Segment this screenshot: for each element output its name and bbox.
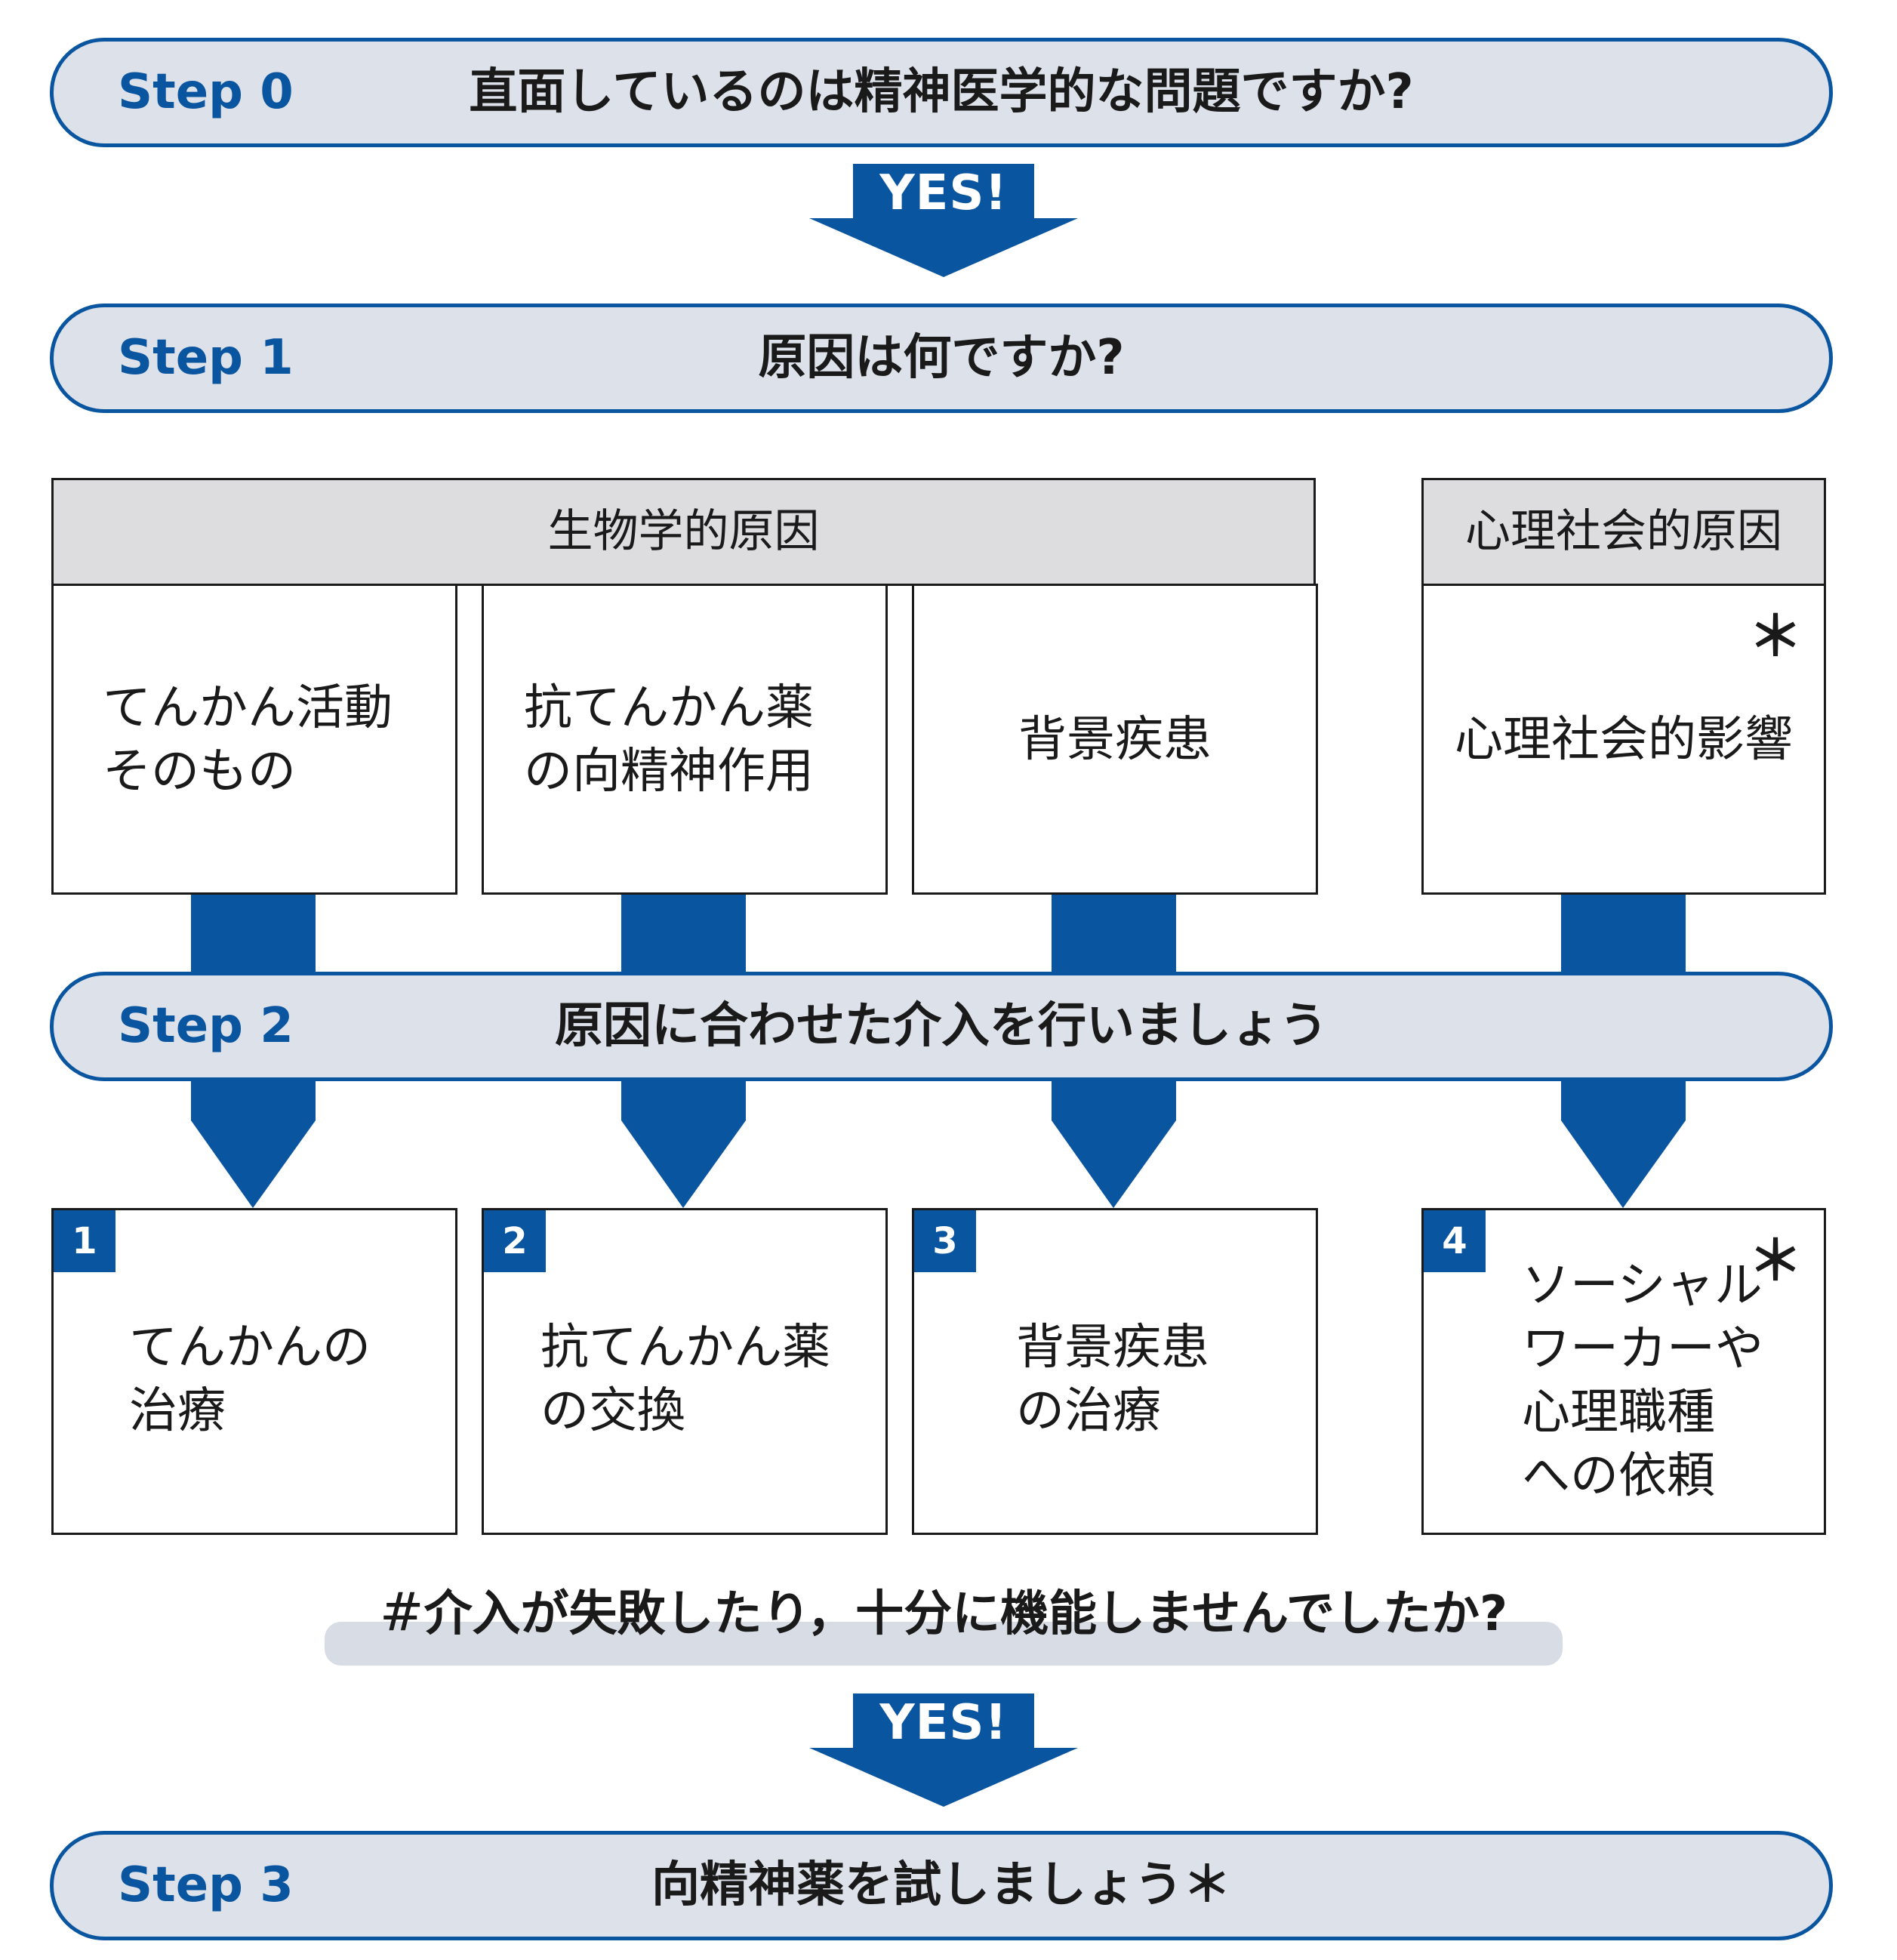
intervention-number-2: 2	[484, 1210, 546, 1272]
biological-cause-header: 生物学的原因	[51, 478, 1316, 586]
cause-2-line2: の向精神作用	[524, 744, 814, 800]
down-arrow-icon	[1561, 1081, 1686, 1208]
step-0-banner: Step 0 直面しているのは精神医学的な問題ですか?	[50, 38, 1833, 147]
down-arrow-icon	[621, 1081, 746, 1208]
intervention-1-line2: 治療	[129, 1383, 226, 1439]
cause-1-line1: てんかん活動	[103, 680, 393, 736]
yes-arrow-2: YES!	[809, 1693, 1078, 1807]
step-2-banner: Step 2 原因に合わせた介入を行いましょう	[50, 972, 1833, 1081]
connector-4	[1561, 895, 1686, 979]
yes-label-1: YES!	[879, 165, 1008, 221]
hash-mark: #	[379, 1581, 424, 1643]
intervention-box-1: 1 てんかんの 治療	[51, 1208, 457, 1535]
intervention-1-line1: てんかんの	[129, 1320, 371, 1376]
yes-arrow-1: YES!	[809, 164, 1078, 277]
cause-box-aed-effect: 抗てんかん薬 の向精神作用	[482, 584, 888, 895]
step-3-question: 向精神薬を試しましょう＊	[651, 1857, 1231, 1913]
step-1-question: 原因は何ですか?	[758, 330, 1125, 386]
step-2-label: Step 2	[118, 998, 294, 1054]
connector-3	[1052, 895, 1176, 979]
intervention-2-line2: の交換	[540, 1383, 685, 1439]
intervention-3-line1: 背景疾患	[1016, 1320, 1209, 1376]
failure-check-highlight	[325, 1622, 1563, 1666]
step-3-banner: Step 3 向精神薬を試しましょう＊	[50, 1831, 1833, 1940]
cause-box-seizure-activity: てんかん活動 そのもの	[51, 584, 457, 895]
cause-3-line1: 背景疾患	[1018, 712, 1212, 768]
cause-box-psychosocial: ＊ 心理社会的影響	[1421, 584, 1826, 895]
intervention-box-4: 4 ＊ ソーシャル ワーカーや 心理職種 への依頼	[1421, 1208, 1826, 1535]
asterisk-mark: ＊	[1748, 605, 1803, 668]
down-arrow-icon	[191, 1081, 316, 1208]
intervention-number-3: 3	[914, 1210, 976, 1272]
intervention-4-line4: への依頼	[1522, 1448, 1715, 1504]
intervention-3-line2: の治療	[1016, 1383, 1161, 1439]
intervention-4-line3: 心理職種	[1522, 1385, 1715, 1441]
cause-4-line1: 心理社会的影響	[1455, 712, 1793, 768]
cause-1-line2: そのもの	[103, 744, 296, 800]
psychosocial-cause-header: 心理社会的原因	[1421, 478, 1826, 586]
failure-check-question: #介入が失敗したり，十分に機能しませんでしたか?	[302, 1578, 1585, 1653]
step-3-label: Step 3	[118, 1857, 294, 1913]
intervention-number-4: 4	[1424, 1210, 1486, 1272]
cause-box-underlying-disease: 背景疾患	[912, 584, 1318, 895]
intervention-box-3: 3 背景疾患 の治療	[912, 1208, 1318, 1535]
step-2-question: 原因に合わせた介入を行いましょう	[555, 998, 1328, 1054]
cause-2-line1: 抗てんかん薬	[524, 680, 814, 736]
intervention-number-1: 1	[54, 1210, 115, 1272]
yes-label-2: YES!	[879, 1695, 1008, 1751]
down-arrow-icon	[809, 1693, 1078, 1807]
down-arrow-icon	[809, 164, 1078, 277]
intervention-4-line2: ワーカーや	[1522, 1321, 1763, 1377]
intervention-4-line1: ソーシャル	[1522, 1258, 1763, 1314]
step-1-banner: Step 1 原因は何ですか?	[50, 304, 1833, 413]
connector-2	[621, 895, 746, 979]
intervention-box-2: 2 抗てんかん薬 の交換	[482, 1208, 888, 1535]
failure-check-text: 介入が失敗したり，十分に機能しませんでしたか?	[423, 1586, 1508, 1642]
asterisk-mark: ＊	[1748, 1229, 1803, 1293]
down-arrow-icon	[1052, 1081, 1176, 1208]
connector-1	[191, 895, 316, 979]
step-1-label: Step 1	[118, 330, 294, 386]
step-0-question: 直面しているのは精神医学的な問題ですか?	[469, 64, 1414, 120]
intervention-2-line1: 抗てんかん薬	[540, 1320, 830, 1376]
step-0-label: Step 0	[118, 64, 294, 120]
intervention-arrows	[191, 1081, 1686, 1208]
